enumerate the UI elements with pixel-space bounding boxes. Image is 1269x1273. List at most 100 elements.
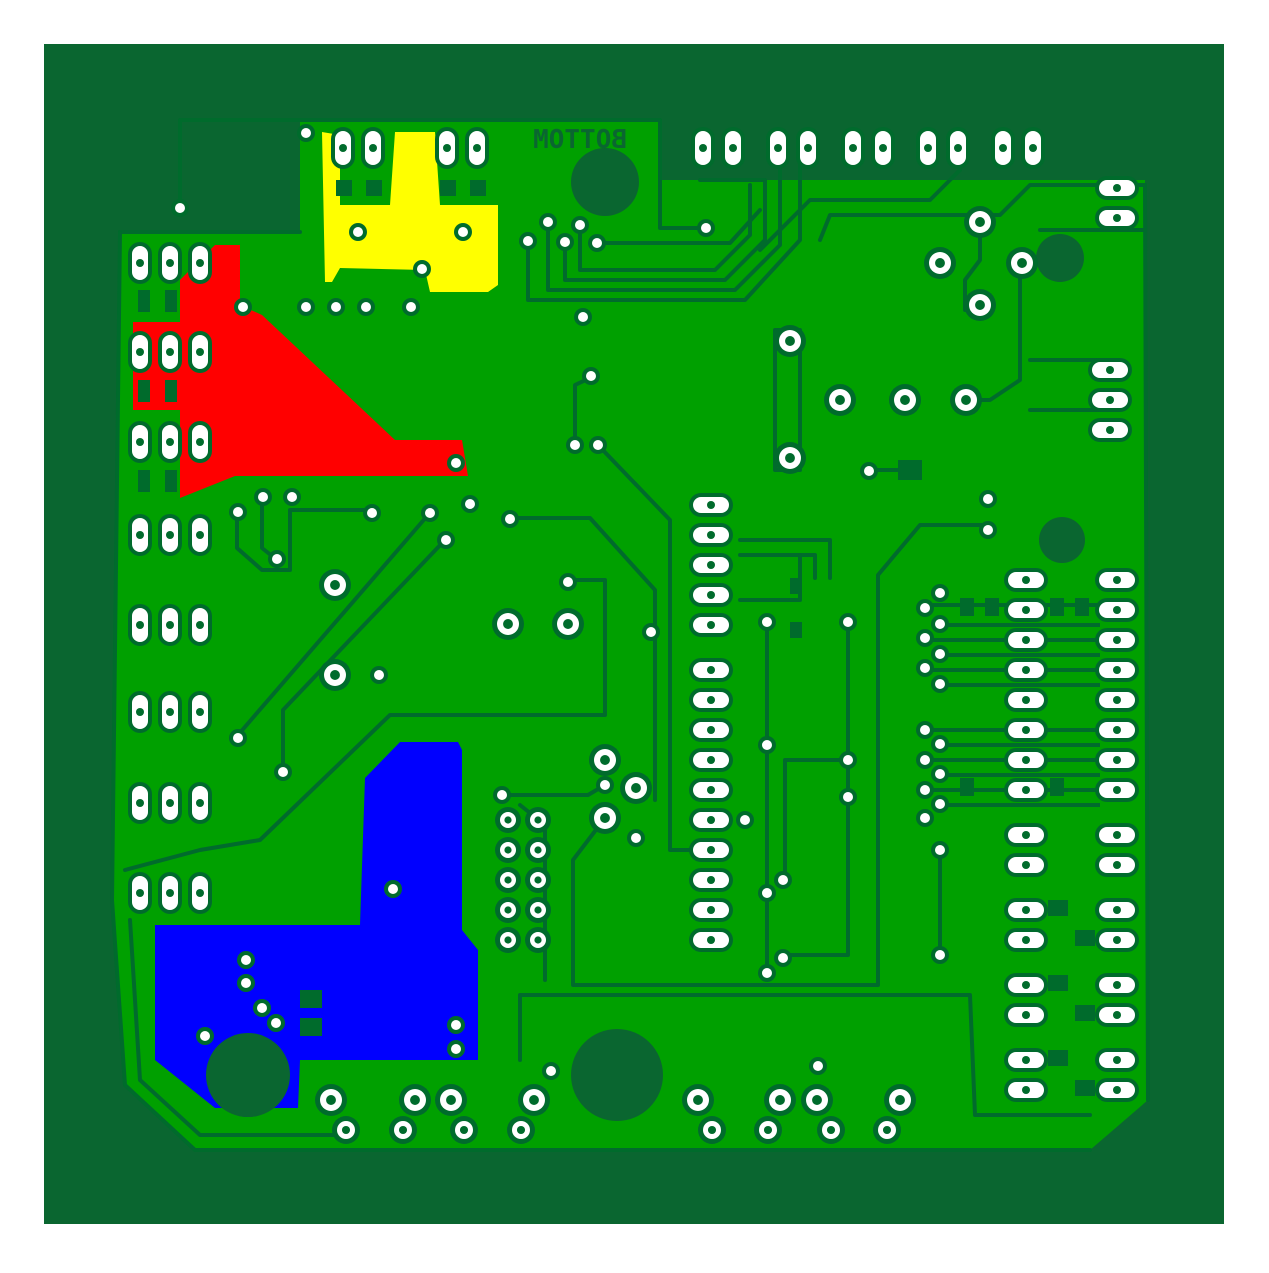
smd-pad	[898, 460, 922, 480]
red-zone	[133, 245, 468, 498]
oval-pad	[128, 242, 152, 284]
through-hole-pad	[319, 569, 351, 601]
oval-pad	[128, 514, 152, 556]
through-hole-pad	[518, 1084, 550, 1116]
oval-pad	[1004, 568, 1048, 592]
oval-pad	[1088, 388, 1132, 412]
via	[758, 613, 776, 631]
oval-pad	[158, 514, 182, 556]
oval-pad	[689, 493, 733, 517]
oval-pad	[1004, 718, 1048, 742]
trace	[281, 538, 447, 774]
oval-pad	[158, 242, 182, 284]
through-hole-pad	[450, 1116, 478, 1144]
via	[860, 462, 878, 480]
blue-zone	[155, 742, 478, 1108]
via	[267, 1014, 285, 1032]
through-hole-pad	[589, 744, 621, 776]
via	[437, 531, 455, 549]
oval-pad	[1004, 628, 1048, 652]
oval-pad	[916, 127, 940, 169]
smd-pad	[1075, 1080, 1095, 1096]
oval-pad	[1004, 853, 1048, 877]
via	[559, 573, 577, 591]
trace	[236, 513, 430, 737]
via	[461, 495, 479, 513]
oval-pad	[128, 421, 152, 463]
oval-pad	[188, 691, 212, 733]
via	[254, 488, 272, 506]
via	[234, 298, 252, 316]
oval-pad	[188, 514, 212, 556]
mounting-hole	[1036, 234, 1084, 282]
through-hole-pad	[884, 1084, 916, 1116]
through-hole-pad	[889, 384, 921, 416]
via	[931, 645, 949, 663]
through-hole-pad	[801, 1084, 833, 1116]
smd-pad	[985, 598, 999, 616]
oval-pad	[991, 127, 1015, 169]
smd-pad	[790, 622, 802, 638]
oval-pad	[1095, 688, 1139, 712]
oval-pad	[689, 838, 733, 862]
via	[916, 659, 934, 677]
oval-pad	[128, 331, 152, 373]
oval-pad	[465, 127, 489, 169]
via	[582, 367, 600, 385]
via	[979, 521, 997, 539]
via	[237, 974, 255, 992]
via	[758, 736, 776, 754]
through-hole-pad	[495, 807, 521, 833]
oval-pad	[158, 691, 182, 733]
mounting-hole	[571, 1029, 663, 1121]
smd-pad	[366, 180, 382, 196]
oval-pad	[1088, 418, 1132, 442]
mounting-hole	[571, 148, 639, 216]
oval-pad	[689, 613, 733, 637]
via	[447, 454, 465, 472]
via	[327, 298, 345, 316]
trace-layer	[110, 118, 1150, 1152]
smd-pad	[960, 778, 974, 796]
silkscreen-label: BOTTOM	[533, 125, 627, 155]
through-hole-pad	[682, 1084, 714, 1116]
trace	[110, 230, 1092, 1152]
trace	[508, 516, 657, 802]
oval-pad	[689, 868, 733, 892]
smd-pad	[790, 578, 802, 594]
via	[370, 666, 388, 684]
via	[454, 223, 472, 241]
via	[931, 615, 949, 633]
trace	[178, 118, 708, 230]
trace	[546, 148, 782, 292]
through-hole-pad	[525, 867, 551, 893]
smd-pad	[1048, 900, 1068, 916]
oval-pad	[1004, 598, 1048, 622]
through-hole-pad	[774, 325, 806, 357]
oval-pad	[689, 898, 733, 922]
mounting-hole	[1039, 517, 1085, 563]
via	[588, 234, 606, 252]
oval-pad	[1095, 628, 1139, 652]
smd-pad	[1075, 1005, 1095, 1021]
through-hole-pad	[964, 289, 996, 321]
smd-pad	[138, 290, 150, 312]
oval-pad	[689, 718, 733, 742]
oval-pad	[158, 782, 182, 824]
trace	[888, 993, 1092, 1117]
oval-pad	[158, 872, 182, 914]
through-hole-pad	[525, 897, 551, 923]
through-hole-pad	[817, 1116, 845, 1144]
via	[916, 809, 934, 827]
oval-pad	[1095, 853, 1139, 877]
trace	[783, 758, 850, 882]
via	[627, 829, 645, 847]
oval-pad	[128, 604, 152, 646]
smd-pad	[1050, 778, 1064, 796]
through-hole-pad	[824, 384, 856, 416]
trace	[573, 523, 987, 987]
via	[916, 721, 934, 739]
smd-pad	[336, 180, 352, 196]
through-hole-pad	[492, 608, 524, 640]
